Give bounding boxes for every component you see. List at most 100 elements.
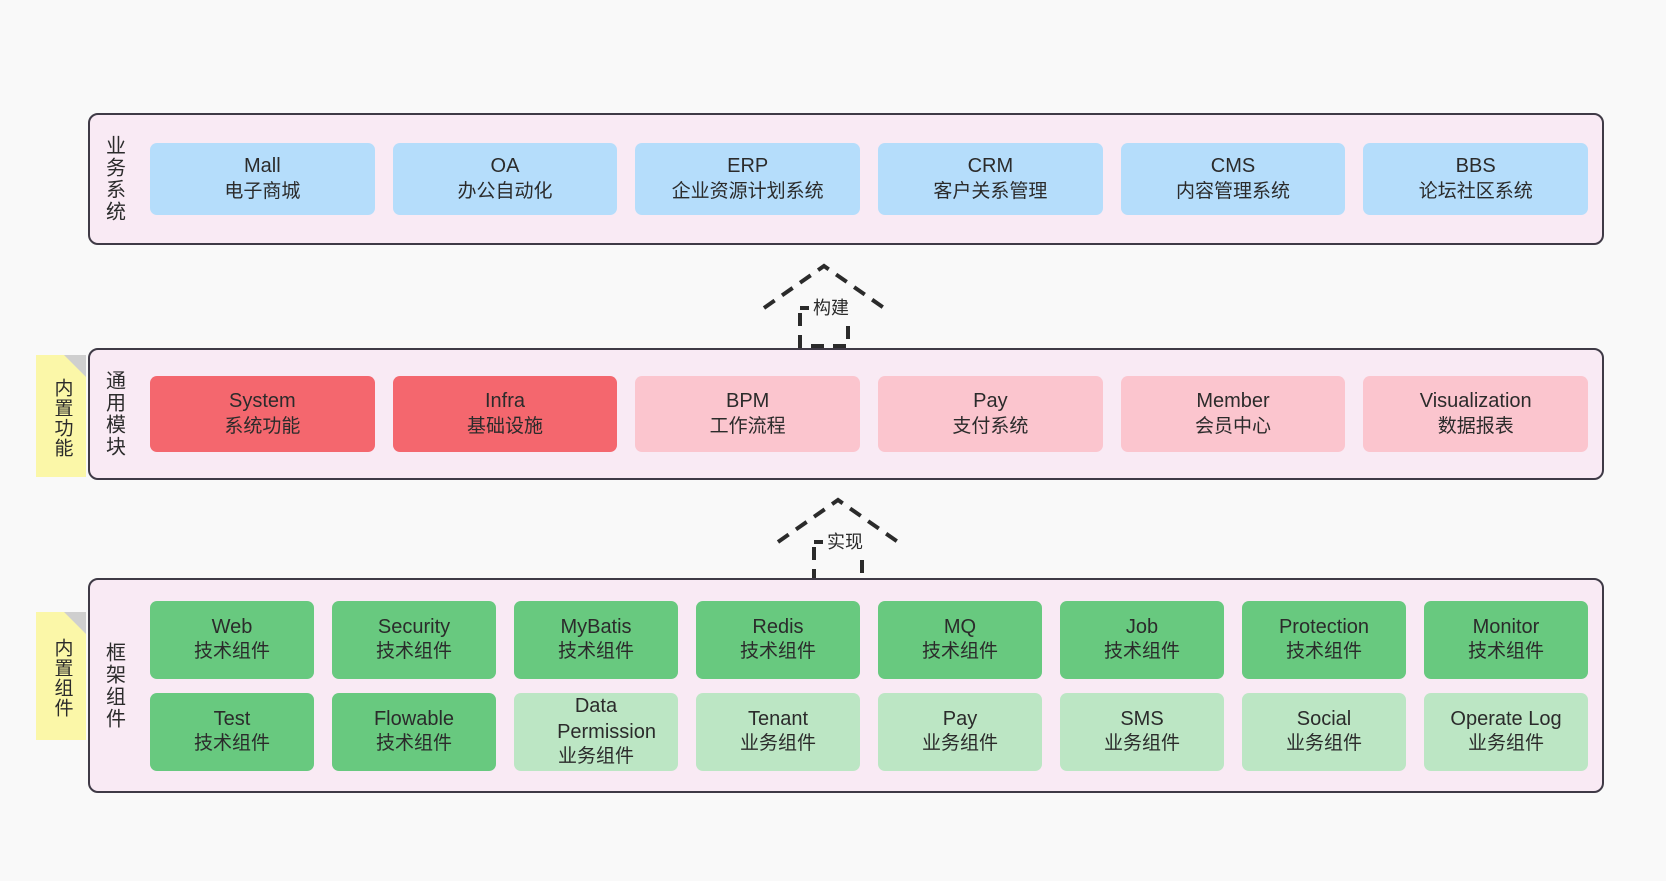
card-erp[interactable]: ERP 企业资源计划系统 [635, 143, 861, 215]
card-title: CMS [1210, 155, 1256, 178]
connector-build-label: 构建 [809, 294, 853, 320]
note-label: 内置组件 [51, 638, 73, 718]
card-subtitle: 技术组件 [1285, 641, 1362, 663]
note-label: 内置功能 [51, 378, 73, 458]
card-infra[interactable]: Infra 基础设施 [392, 376, 618, 452]
card-row: Test 技术组件 Flowable 技术组件 Data Permission … [150, 692, 1588, 771]
card-subtitle: 业务组件 [921, 733, 998, 755]
card-subtitle: 企业资源计划系统 [671, 180, 824, 202]
card-subtitle: 支付系统 [952, 415, 1029, 437]
layer-title-framework-components: 框架组件 [102, 641, 125, 730]
card-bbs[interactable]: BBS 论坛社区系统 [1363, 143, 1589, 215]
card-oa[interactable]: OA 办公自动化 [392, 143, 618, 215]
card-pay[interactable]: Pay 支付系统 [878, 376, 1103, 452]
card-row: Web 技术组件 Security 技术组件 MyBatis 技术组件 Redi… [150, 600, 1588, 679]
card-bpm[interactable]: BPM 工作流程 [635, 376, 861, 452]
card-subtitle: 技术组件 [1103, 641, 1180, 663]
card-title: System [228, 390, 296, 413]
card-security[interactable]: Security 技术组件 [332, 600, 496, 679]
card-subtitle: 内容管理系统 [1176, 180, 1291, 202]
card-protection[interactable]: Protection 技术组件 [1242, 600, 1406, 679]
card-subtitle: 业务组件 [1285, 733, 1362, 755]
card-subtitle: 技术组件 [1467, 641, 1544, 663]
note-built-in-features: 内置功能 [36, 355, 86, 477]
card-data-permission[interactable]: Data Permission 业务组件 [514, 692, 678, 771]
card-title: Job [1125, 615, 1159, 638]
layer-body-business-systems: Mall 电子商城 OA 办公自动化 ERP 企业资源计划系统 CRM 客户关系… [136, 115, 1602, 243]
card-row: Mall 电子商城 OA 办公自动化 ERP 企业资源计划系统 CRM 客户关系… [150, 143, 1589, 215]
card-mybatis[interactable]: MyBatis 技术组件 [514, 600, 678, 679]
card-subtitle: 办公自动化 [457, 180, 553, 202]
card-title: ERP [727, 155, 769, 178]
card-operate-log[interactable]: Operate Log 业务组件 [1424, 692, 1588, 771]
card-row: System 系统功能 Infra 基础设施 BPM 工作流程 Pay 支付系统… [150, 376, 1589, 452]
card-subtitle: 技术组件 [375, 733, 452, 755]
layer-body-common-modules: System 系统功能 Infra 基础设施 BPM 工作流程 Pay 支付系统… [136, 350, 1602, 478]
card-cms[interactable]: CMS 内容管理系统 [1120, 143, 1346, 215]
card-flowable[interactable]: Flowable 技术组件 [332, 692, 496, 771]
card-subtitle: 工作流程 [709, 415, 786, 437]
card-title: Pay [973, 390, 1008, 413]
card-monitor[interactable]: Monitor 技术组件 [1424, 600, 1588, 679]
card-web[interactable]: Web 技术组件 [150, 600, 314, 679]
card-title: Test [213, 707, 251, 730]
layer-business-systems: 业务系统 Mall 电子商城 OA 办公自动化 ERP 企业资源计划系统 CRM… [88, 113, 1604, 245]
card-title: BPM [726, 390, 770, 413]
card-subtitle: 技术组件 [375, 641, 452, 663]
card-title: CRM [967, 155, 1014, 178]
connector-implement-label: 实现 [823, 528, 867, 554]
card-title: Protection [1278, 615, 1370, 638]
card-sms[interactable]: SMS 业务组件 [1060, 692, 1224, 771]
layer-body-framework-components: Web 技术组件 Security 技术组件 MyBatis 技术组件 Redi… [136, 580, 1602, 791]
card-subtitle: 业务组件 [739, 733, 816, 755]
card-title: Visualization [1419, 390, 1532, 413]
card-title: Operate Log [1450, 707, 1562, 730]
connector-build: 构建 [756, 258, 906, 348]
card-title: MQ [943, 615, 977, 638]
card-subtitle: 客户关系管理 [933, 180, 1048, 202]
card-redis[interactable]: Redis 技术组件 [696, 600, 860, 679]
card-title: SMS [1120, 707, 1164, 730]
card-subtitle: 系统功能 [224, 415, 301, 437]
card-subtitle: 业务组件 [1103, 733, 1180, 755]
card-tenant[interactable]: Tenant 业务组件 [696, 692, 860, 771]
card-visualization[interactable]: Visualization 数据报表 [1363, 376, 1589, 452]
card-subtitle: 数据报表 [1437, 415, 1514, 437]
note-fold-corner [64, 612, 86, 634]
card-subtitle: 基础设施 [467, 415, 544, 437]
card-title: Social [1296, 707, 1352, 730]
card-mall[interactable]: Mall 电子商城 [150, 143, 375, 215]
card-title: Flowable [373, 707, 455, 730]
card-title: Pay [942, 707, 978, 730]
card-title: OA [490, 155, 520, 178]
card-subtitle: 业务组件 [1467, 733, 1544, 755]
card-title: Redis [752, 615, 804, 638]
layer-common-modules: 通用模块 System 系统功能 Infra 基础设施 BPM 工作流程 Pay… [88, 348, 1604, 480]
layer-title-business-systems: 业务系统 [102, 135, 125, 223]
card-title: Security [377, 615, 451, 638]
card-crm[interactable]: CRM 客户关系管理 [878, 143, 1103, 215]
card-social[interactable]: Social 业务组件 [1242, 692, 1406, 771]
card-subtitle: 电子商城 [224, 180, 301, 202]
card-test[interactable]: Test 技术组件 [150, 692, 314, 771]
card-subtitle: 技术组件 [921, 641, 998, 663]
card-member[interactable]: Member 会员中心 [1120, 376, 1346, 452]
card-title: Member [1196, 390, 1270, 413]
card-mq[interactable]: MQ 技术组件 [878, 600, 1042, 679]
card-subtitle: 技术组件 [557, 641, 634, 663]
layer-title-common-modules: 通用模块 [102, 370, 125, 458]
card-subtitle: 技术组件 [193, 641, 270, 663]
card-title: Data Permission [557, 695, 656, 743]
card-system[interactable]: System 系统功能 [150, 376, 375, 452]
card-title: Tenant [747, 707, 809, 730]
card-title: Monitor [1472, 615, 1540, 638]
card-pay-component[interactable]: Pay 业务组件 [878, 692, 1042, 771]
card-subtitle: 会员中心 [1195, 415, 1272, 437]
card-job[interactable]: Job 技术组件 [1060, 600, 1224, 679]
card-title: BBS [1455, 155, 1496, 178]
card-title: MyBatis [560, 615, 632, 638]
layer-framework-components: 框架组件 Web 技术组件 Security 技术组件 MyBatis 技术组件… [88, 578, 1604, 793]
note-built-in-components: 内置组件 [36, 612, 86, 740]
card-subtitle: 业务组件 [557, 745, 634, 767]
